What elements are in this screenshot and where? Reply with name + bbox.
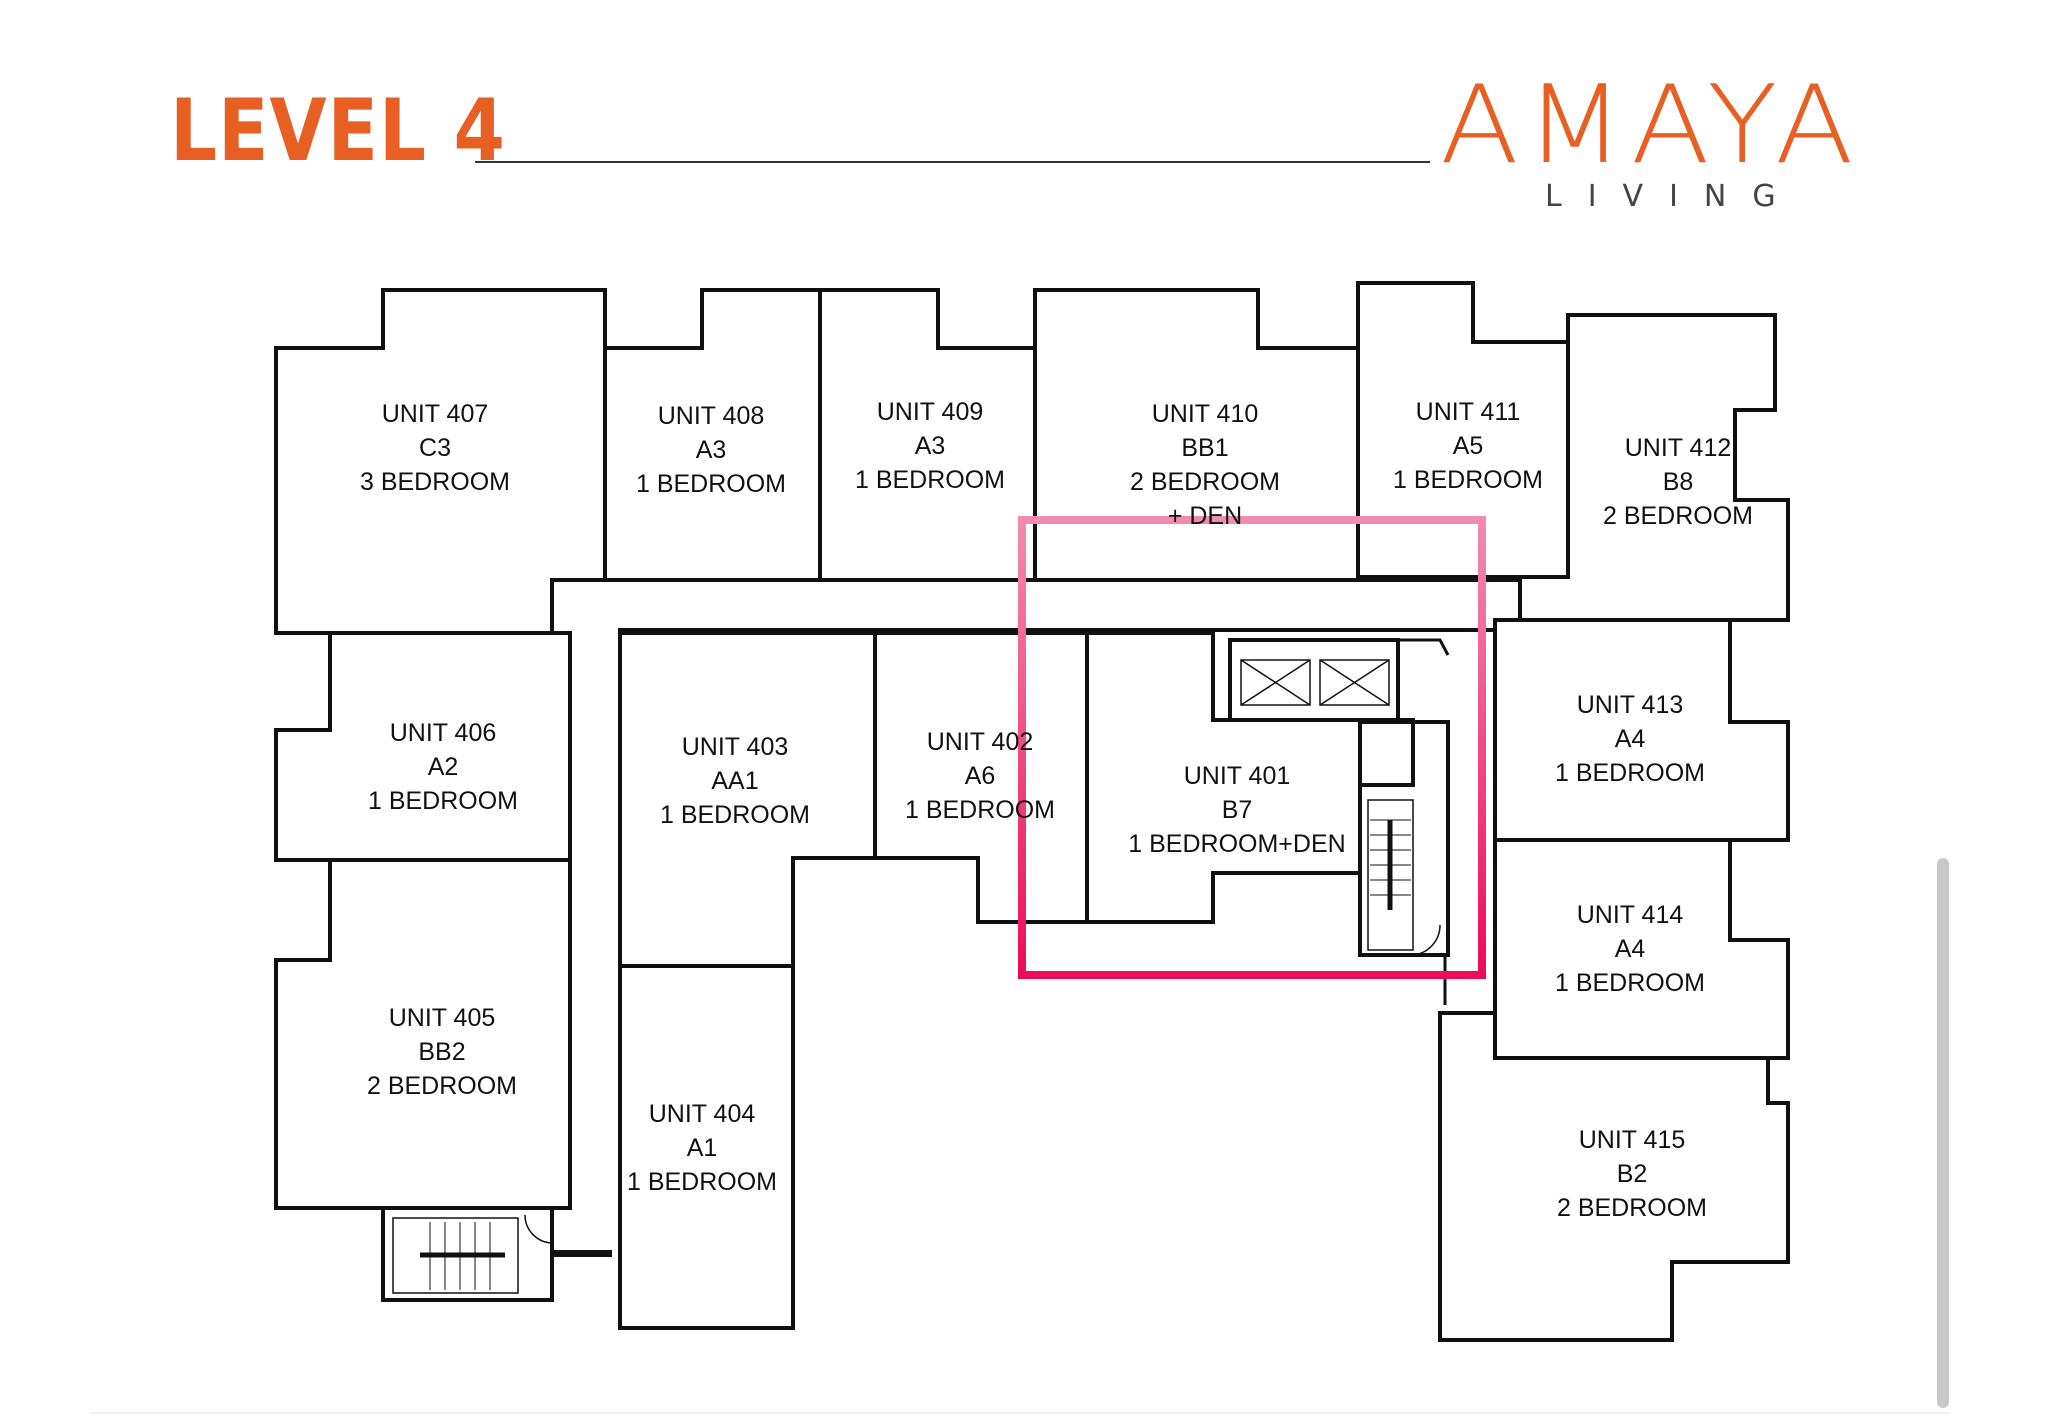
unit-406-outline[interactable] [274,631,572,862]
unit-403-outline[interactable] [618,631,877,968]
vertical-scrollbar[interactable] [1937,858,1949,1408]
unit-408-outline[interactable] [603,288,822,582]
level-title: LEVEL 4 [170,81,506,181]
unit-401-highlight [1018,516,1486,979]
corridor-outline [552,578,1522,633]
unit-404-outline[interactable] [618,964,795,1330]
brand-name: AMAYA [1440,70,1860,188]
title-rule [475,161,1430,163]
stair-core-right [1358,720,1450,957]
elevator-bank [1228,638,1400,722]
brand-sub: LIVING [1545,179,1802,210]
unit-411-outline[interactable] [1356,281,1570,579]
unit-415-outline[interactable] [1438,1011,1790,1342]
amaya-living-logo: AMAYA LIVING [1440,70,1860,210]
unit-405-outline[interactable] [274,858,572,1210]
unit-412-outline[interactable] [1518,313,1790,622]
stair-core-left [381,1206,612,1302]
bottom-divider [90,1412,1950,1414]
